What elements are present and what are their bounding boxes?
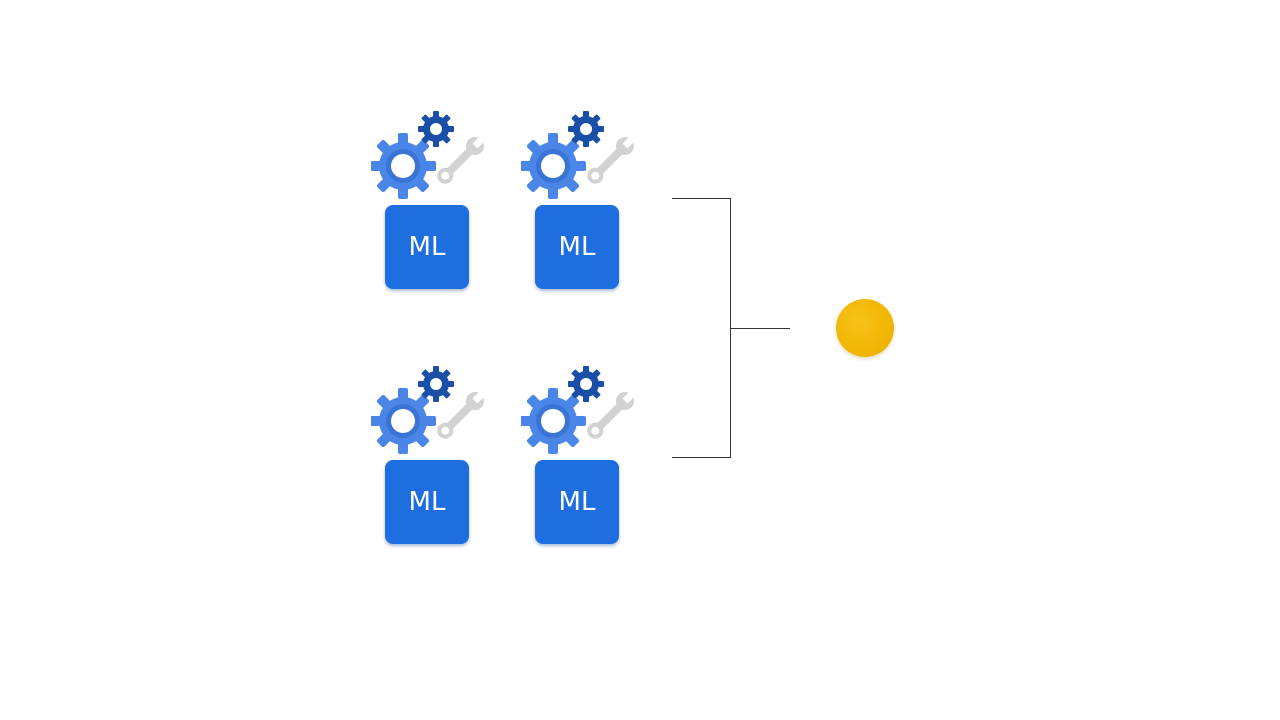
small-gear-icon <box>568 111 604 147</box>
tools-icon-group <box>521 111 640 199</box>
ml-model-box: ML <box>535 460 619 544</box>
ml-model-4: ML <box>521 366 651 546</box>
bracket-line <box>672 198 731 458</box>
ml-model-2: ML <box>521 111 651 291</box>
tools-icon-group <box>371 111 490 199</box>
ml-model-3: ML <box>371 366 501 546</box>
ml-model-1: ML <box>371 111 501 291</box>
tools-icon-group <box>371 366 490 454</box>
small-gear-icon <box>418 366 454 402</box>
output-node <box>836 299 894 357</box>
tools-icon-group <box>521 366 640 454</box>
small-gear-icon <box>568 366 604 402</box>
ml-model-box: ML <box>385 205 469 289</box>
ml-model-box: ML <box>535 205 619 289</box>
small-gear-icon <box>418 111 454 147</box>
ml-model-box: ML <box>385 460 469 544</box>
